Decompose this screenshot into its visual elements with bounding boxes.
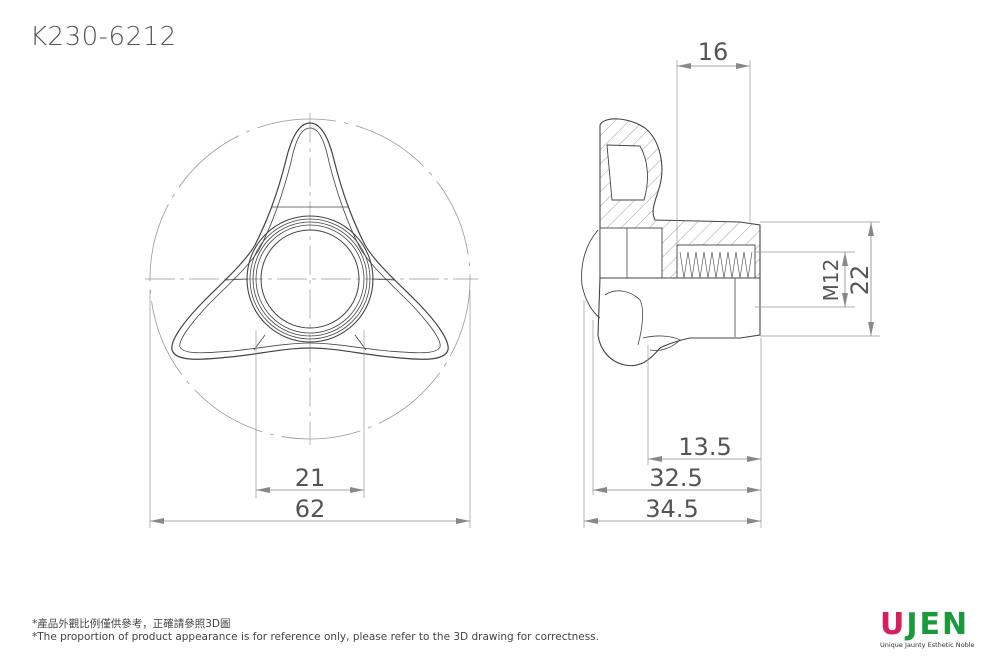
dim-outer-diameter: 62 bbox=[295, 495, 326, 523]
dim-34-5: 34.5 bbox=[645, 495, 698, 523]
note-chinese: *產品外觀比例僅供參考，正確請參照3D圖 bbox=[32, 618, 231, 630]
dim-32-5: 32.5 bbox=[649, 464, 702, 492]
logo-tagline: Unique Jaunty Esthetic Noble bbox=[880, 641, 975, 649]
ujen-logo: UJEN Unique Jaunty Esthetic Noble bbox=[880, 607, 975, 650]
note-english: *The proportion of product appearance is… bbox=[32, 631, 599, 643]
side-view bbox=[581, 60, 880, 528]
dim-boss-diameter: 22 bbox=[846, 265, 874, 296]
front-view bbox=[145, 113, 478, 528]
part-number-title: K230-6212 bbox=[30, 22, 177, 52]
dim-thread: M12 bbox=[819, 259, 843, 302]
logo-letters-jen: JEN bbox=[906, 607, 970, 642]
dim-inner-bore: 21 bbox=[295, 464, 326, 492]
dim-top-length: 16 bbox=[698, 38, 729, 66]
dim-13-5: 13.5 bbox=[678, 433, 731, 461]
logo-letter-u: U bbox=[880, 607, 907, 642]
